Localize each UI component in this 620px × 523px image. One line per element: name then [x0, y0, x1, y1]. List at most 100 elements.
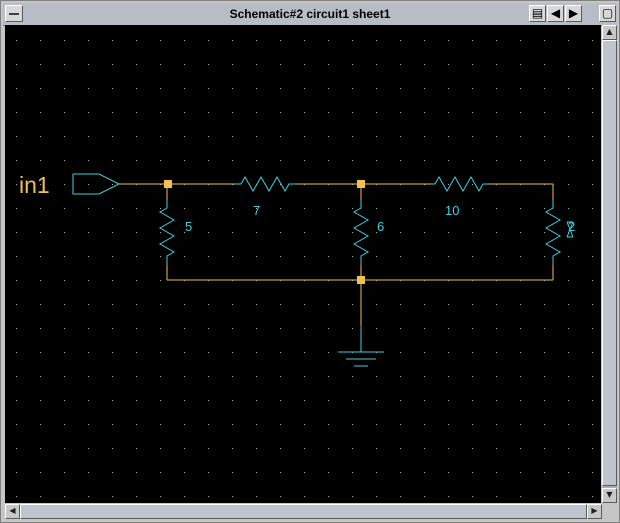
input-port[interactable]: in1: [19, 172, 121, 198]
grid-dot: [208, 88, 209, 89]
grid-dot: [112, 184, 113, 185]
grid-dot: [64, 208, 65, 209]
vertical-scrollbar[interactable]: ▲ ▼: [602, 25, 617, 503]
grid-dot: [520, 328, 521, 329]
grid-dot: [496, 232, 497, 233]
grid-dot: [448, 184, 449, 185]
grid-dot: [160, 112, 161, 113]
grid-dot: [280, 376, 281, 377]
ground-icon[interactable]: [338, 325, 384, 367]
grid-dot: [424, 88, 425, 89]
grid-dot: [16, 304, 17, 305]
scroll-left-button[interactable]: ◀: [5, 504, 20, 519]
grid-dot: [160, 256, 161, 257]
grid-dot: [280, 184, 281, 185]
grid-dot: [472, 496, 473, 497]
grid-dot: [64, 232, 65, 233]
junction-node[interactable]: [357, 180, 365, 188]
grid-dot: [16, 400, 17, 401]
grid-dot: [592, 496, 593, 497]
previous-sheet-button[interactable]: ◀: [547, 5, 564, 22]
resistor-7-label: 7: [253, 203, 260, 218]
grid-dot: [256, 328, 257, 329]
scroll-up-button[interactable]: ▲: [602, 25, 617, 40]
grid-dot: [208, 328, 209, 329]
grid-dot: [544, 448, 545, 449]
grid-dot: [160, 376, 161, 377]
grid-dot: [472, 304, 473, 305]
next-sheet-button[interactable]: ▶: [565, 5, 582, 22]
grid-dot: [160, 424, 161, 425]
grid-dot: [112, 352, 113, 353]
grid-dot: [328, 64, 329, 65]
grid-dot: [400, 328, 401, 329]
grid-dot: [136, 232, 137, 233]
grid-dot: [376, 448, 377, 449]
schematic-canvas[interactable]: in1 5 7 6: [5, 25, 601, 503]
resistor-6[interactable]: [352, 200, 370, 265]
grid-dot: [88, 424, 89, 425]
grid-dot: [160, 328, 161, 329]
horizontal-scrollbar[interactable]: ◀ ▶: [5, 504, 602, 519]
horizontal-scroll-thumb[interactable]: [20, 504, 587, 519]
grid-dot: [544, 328, 545, 329]
grid-dot: [472, 352, 473, 353]
grid-dot: [592, 136, 593, 137]
maximize-button[interactable]: ▢: [599, 5, 616, 22]
grid-dot: [280, 88, 281, 89]
grid-dot: [376, 376, 377, 377]
vertical-scroll-thumb[interactable]: [602, 40, 617, 486]
grid-dot: [208, 424, 209, 425]
grid-dot: [256, 88, 257, 89]
grid-dot: [280, 352, 281, 353]
grid-dot: [112, 328, 113, 329]
title-bar[interactable]: Schematic#2 circuit1 sheet1 ▤ ◀ ▶ ▢: [3, 3, 617, 26]
grid-dot: [376, 88, 377, 89]
grid-dot: [88, 64, 89, 65]
grid-dot: [472, 64, 473, 65]
grid-dot: [160, 304, 161, 305]
scroll-right-button[interactable]: ▶: [587, 504, 602, 519]
junction-node[interactable]: [357, 276, 365, 284]
grid-dot: [88, 376, 89, 377]
schematic-drawing[interactable]: in1 5 7 6: [5, 25, 601, 503]
resistor-5[interactable]: [158, 200, 176, 265]
grid-dot: [592, 64, 593, 65]
grid-dot: [376, 424, 377, 425]
grid-dot: [112, 160, 113, 161]
grid-dot: [352, 328, 353, 329]
grid-dot: [448, 64, 449, 65]
junction-node[interactable]: [164, 180, 172, 188]
window-title: Schematic#2 circuit1 sheet1: [229, 7, 391, 21]
grid-dot: [496, 136, 497, 137]
grid-dot: [40, 88, 41, 89]
grid-dot: [40, 424, 41, 425]
page-button[interactable]: ▤: [529, 5, 546, 22]
grid-dot: [112, 424, 113, 425]
grid-dot: [496, 472, 497, 473]
grid-dot: [112, 136, 113, 137]
grid-dot: [112, 304, 113, 305]
grid-dot: [40, 448, 41, 449]
grid-dot: [352, 136, 353, 137]
grid-dot: [424, 232, 425, 233]
scroll-down-button[interactable]: ▼: [602, 488, 617, 503]
grid-dot: [592, 328, 593, 329]
grid-dot: [88, 184, 89, 185]
arrow-right-icon: ▶: [568, 6, 579, 20]
grid-dot: [520, 448, 521, 449]
system-menu-button[interactable]: [5, 5, 23, 22]
grid-dot: [112, 64, 113, 65]
grid-dot: [592, 256, 593, 257]
resistor-10[interactable]: [431, 175, 489, 193]
resistor-2[interactable]: [544, 200, 562, 265]
grid-dot: [304, 208, 305, 209]
grid-dot: [16, 448, 17, 449]
grid-dot: [208, 256, 209, 257]
grid-dot: [64, 160, 65, 161]
grid-dot: [472, 256, 473, 257]
grid-dot: [136, 472, 137, 473]
grid-dot: [544, 376, 545, 377]
resistor-7[interactable]: [235, 175, 295, 193]
grid-dot: [160, 208, 161, 209]
